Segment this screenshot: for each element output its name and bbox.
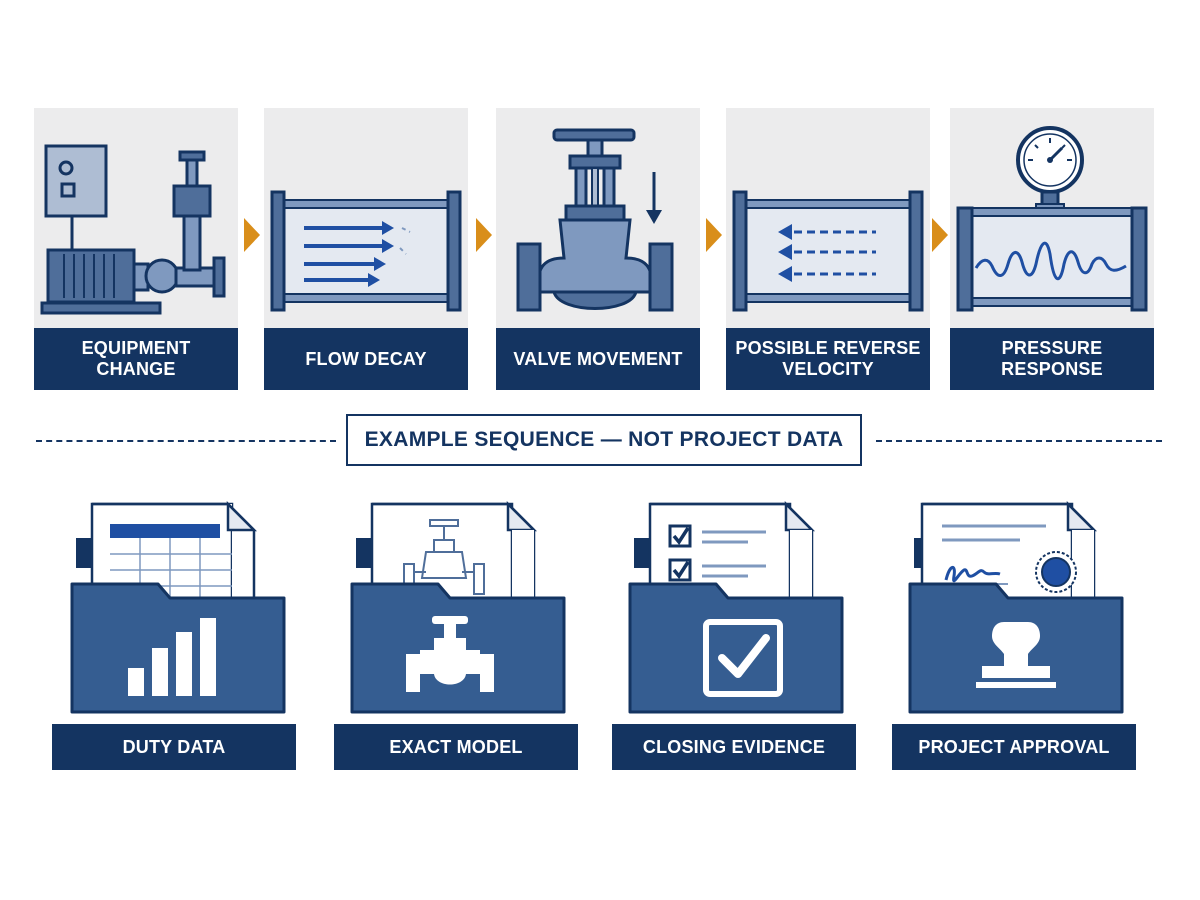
sequence-step-valve-movement: VALVE MOVEMENT xyxy=(496,108,700,390)
sequence-step-reverse-velocity: POSSIBLE REVERSE VELOCITY xyxy=(726,108,930,390)
pressure-gauge-wave-icon xyxy=(956,126,1148,312)
gate-valve-closing-icon xyxy=(516,128,674,312)
step-label: PRESSURE RESPONSE xyxy=(950,328,1154,390)
divider-left xyxy=(36,440,336,442)
pump-motor-icon xyxy=(40,144,226,315)
sequence-step-equipment-change: EQUIPMENT CHANGE xyxy=(34,108,238,390)
pipe-flow-forward-icon xyxy=(270,190,462,312)
divider-right xyxy=(876,440,1162,442)
chevron-right-icon xyxy=(706,218,722,252)
chevron-right-icon xyxy=(244,218,260,252)
chevron-right-icon xyxy=(476,218,492,252)
requirement-label: PROJECT APPROVAL xyxy=(892,724,1136,770)
requirement-label: CLOSING EVIDENCE xyxy=(612,724,856,770)
requirement-label: DUTY DATA xyxy=(52,724,296,770)
chevron-right-icon xyxy=(932,218,948,252)
pipe-flow-reverse-icon xyxy=(732,190,924,312)
folder-checkbox-icon xyxy=(628,500,844,714)
step-label: FLOW DECAY xyxy=(264,328,468,390)
step-label: EQUIPMENT CHANGE xyxy=(34,328,238,390)
step-label: VALVE MOVEMENT xyxy=(496,328,700,390)
folder-valve-icon xyxy=(350,500,566,714)
folder-bar-chart-icon xyxy=(70,500,286,714)
sequence-step-flow-decay: FLOW DECAY xyxy=(264,108,468,390)
example-sequence-caption: EXAMPLE SEQUENCE — NOT PROJECT DATA xyxy=(346,414,862,466)
requirement-label: EXACT MODEL xyxy=(334,724,578,770)
folder-stamp-icon xyxy=(908,500,1124,714)
sequence-step-pressure-response: PRESSURE RESPONSE xyxy=(950,108,1154,390)
step-label: POSSIBLE REVERSE VELOCITY xyxy=(726,328,930,390)
